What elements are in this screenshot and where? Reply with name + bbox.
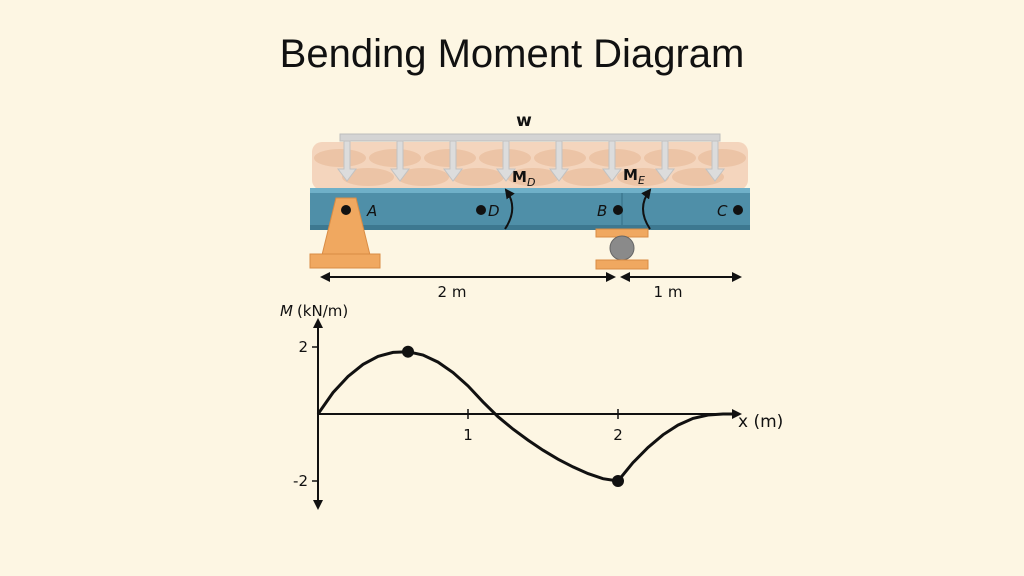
page-title: Bending Moment Diagram (279, 32, 745, 76)
beam (310, 188, 750, 230)
beam-body (310, 188, 750, 230)
moment-chart: M(kN/m) x (m) 1 2 2 -2 (280, 302, 783, 510)
moment-me-arrow (641, 188, 652, 230)
x-axis-label: x (m) (738, 412, 783, 432)
point-c-marker (733, 205, 743, 215)
pin-support-base (309, 253, 381, 269)
y-axis-label-unit: (kN/m) (297, 302, 348, 320)
moment-md-arrow (504, 188, 515, 230)
y-axis-label-var: M (280, 302, 293, 320)
moment-md-label: MD (512, 168, 535, 189)
y-tick-label-1: 2 (298, 338, 308, 356)
moment-md: MD (504, 168, 535, 230)
dimension-bc-label: 1 m (654, 283, 683, 301)
roller-support (595, 228, 649, 270)
moment-me-label: ME (623, 166, 645, 187)
chart-markers (402, 345, 624, 487)
roller-base-plate (595, 259, 649, 270)
load-bar (339, 133, 721, 142)
chart-marker-2 (612, 475, 624, 487)
point-b-label: B (597, 202, 607, 220)
moment-md-main: M (512, 168, 527, 186)
beam-top-flange (310, 188, 750, 193)
point-d-marker (476, 205, 486, 215)
chart-ticks: 1 2 2 -2 (293, 338, 623, 490)
y-tick-label-2: -2 (293, 472, 308, 490)
chart-marker-1 (402, 345, 414, 358)
beam-bottom-flange (310, 225, 750, 230)
dimensions: 2 m 1 m (320, 272, 742, 301)
point-a-label: A (366, 202, 377, 220)
moment-me-main: M (623, 166, 638, 184)
point-d-label: D (488, 202, 500, 220)
moment-curve (316, 350, 738, 483)
point-b-marker (613, 205, 623, 215)
moment-me-sub: E (638, 174, 645, 187)
x-tick-label-2: 2 (613, 426, 623, 444)
pin-support (309, 197, 381, 269)
dimension-ab-label: 2 m (438, 283, 467, 301)
point-a-marker (341, 205, 351, 215)
point-c-label: C (717, 202, 728, 220)
roller-wheel (609, 235, 635, 261)
moment-md-sub: D (527, 176, 535, 189)
beam-points: A D B C (341, 202, 743, 220)
y-axis-label: M(kN/m) (280, 302, 348, 320)
moment-me: ME (623, 166, 652, 230)
distributed-load: w (312, 111, 748, 190)
x-tick-label-1: 1 (463, 426, 473, 444)
load-label: w (516, 111, 532, 131)
load-arrows (337, 140, 725, 182)
